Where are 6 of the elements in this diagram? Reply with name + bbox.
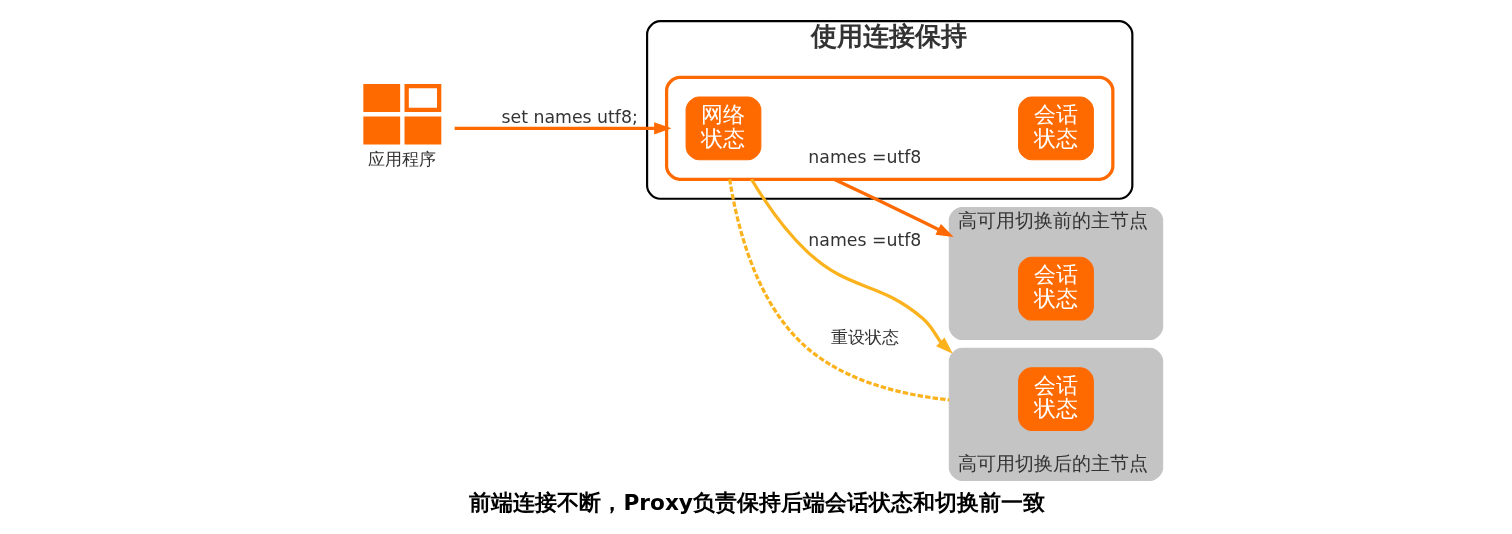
node-label: 应用程序 [367,148,436,169]
edge-label: names =utf8 [807,230,921,251]
caption: 前端连接不断，Proxy负责保持后端会话状态和切换前一致 [468,489,1045,515]
edge-label: 重设状态 [830,326,899,347]
edge-label: names =utf8 [807,146,921,167]
edge-label: set names utf8; [501,106,638,127]
